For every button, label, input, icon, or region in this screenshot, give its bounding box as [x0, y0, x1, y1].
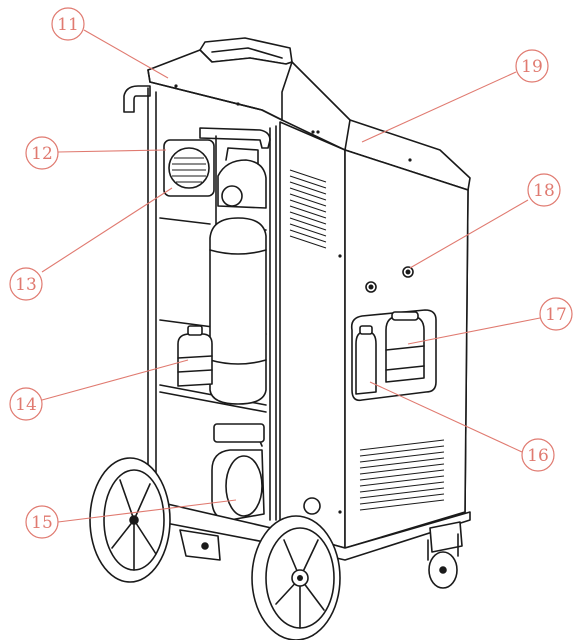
leader-line-12	[57, 149, 167, 153]
base-fitting	[303, 497, 321, 515]
callout-label-18: 18	[533, 181, 555, 201]
callout-13: 13	[9, 267, 43, 301]
leader-line-11	[83, 29, 169, 79]
leader-line-19	[361, 71, 517, 143]
callout-19: 19	[515, 49, 549, 83]
front-right-wheel	[251, 515, 341, 640]
push-handle-bar	[123, 85, 271, 149]
callout-label-12: 12	[31, 144, 53, 164]
refrigerant-tank	[209, 147, 267, 405]
callout-18: 18	[527, 173, 561, 207]
callout-15: 15	[25, 505, 59, 539]
cooling-fan	[163, 139, 215, 197]
leader-line-18	[409, 199, 529, 269]
vacuum-pump	[211, 423, 265, 521]
callout-label-13: 13	[15, 275, 37, 295]
top-cover	[147, 49, 471, 191]
callout-label-19: 19	[521, 57, 543, 77]
side-vent-grille	[289, 169, 327, 249]
callout-layer: 11 12 13 14 15 16 17 18	[9, 7, 573, 539]
rear-left-wheel	[89, 457, 171, 583]
callout-11: 11	[51, 7, 85, 41]
callout-label-16: 16	[527, 446, 549, 466]
pedal	[179, 529, 221, 561]
callout-label-11: 11	[57, 15, 79, 35]
callout-label-17: 17	[545, 305, 567, 325]
callout-label-14: 14	[15, 395, 37, 415]
callout-16: 16	[521, 438, 555, 472]
caster-wheel	[427, 521, 463, 589]
callout-label-15: 15	[31, 513, 53, 533]
leader-line-17	[407, 317, 541, 345]
front-vent-grille	[359, 439, 445, 511]
small-oil-container	[177, 325, 213, 387]
leader-line-14	[41, 359, 189, 401]
leader-line-15	[57, 499, 237, 523]
oil-injection-bottle	[355, 325, 377, 395]
callout-17: 17	[539, 297, 573, 331]
callout-12: 12	[25, 136, 59, 170]
leader-line-13	[41, 187, 173, 273]
oil-drain-bottle	[385, 311, 425, 383]
callout-14: 14	[9, 387, 43, 421]
leader-line-16	[369, 381, 523, 453]
refrigerant-recovery-machine	[89, 37, 471, 640]
front-panel	[350, 266, 445, 511]
